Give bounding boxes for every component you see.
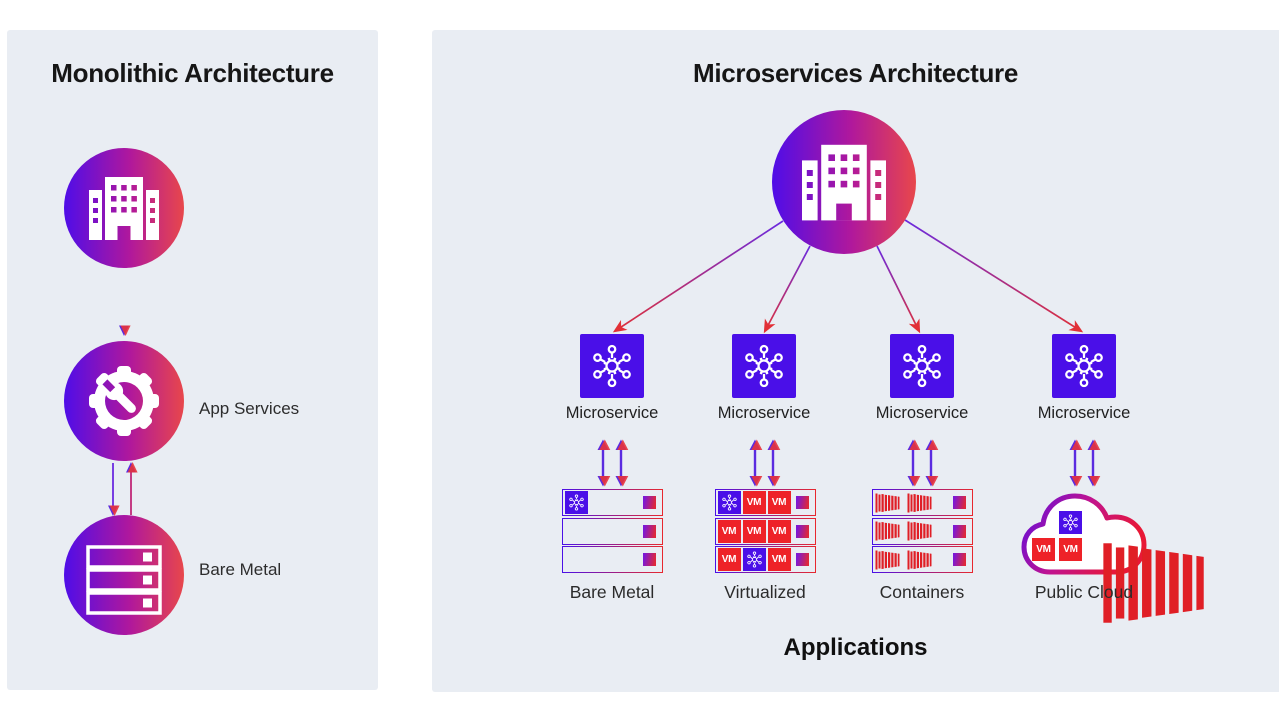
infra-label-public-cloud: Public Cloud [1034,582,1134,602]
microservice-mini-icon [1059,511,1082,534]
infra-label-virtualized: Virtualized [724,582,806,602]
status-led [953,553,966,566]
up-down-arrows-icon [108,462,138,516]
rack-row [872,546,973,573]
status-led [643,524,656,538]
vm-badge: VM [717,519,741,543]
monolithic-panel: Monolithic Architecture App Services Bar… [7,30,378,690]
connector-arrows [612,219,1084,334]
rack-row: VM VM [715,489,816,516]
hub-icon [739,341,789,391]
vm-badge: VM [742,519,766,543]
status-led [796,496,809,509]
container-icon [875,519,905,543]
up-down-arrows-icon [742,437,786,489]
app-services-label: App Services [199,399,300,418]
vm-badge: VM [742,491,766,514]
infra-label-containers: Containers [879,582,965,602]
container-icon [875,491,905,515]
microservice-node-1 [580,334,644,398]
gear-wrench-icon [64,341,184,461]
containers-rack [872,489,973,573]
rack-row: VM VM VM [715,517,816,545]
container-icon [875,548,905,572]
vm-badge: VM [1059,538,1082,561]
rack-row [562,546,663,573]
microservice-mini-icon [564,491,588,514]
up-down-arrows-icon [1062,437,1106,489]
status-led [953,496,966,509]
vm-badge: VM [767,519,791,543]
down-arrow-icon [119,272,131,336]
building-icon [64,148,184,268]
applications-title: Applications [783,634,928,661]
microservices-panel: Microservices Architecture [432,30,1279,692]
monolithic-title: Monolithic Architecture [51,58,334,88]
container-icon [907,519,937,543]
virtualized-rack: VM VM VM VM VM VM VM [715,489,816,573]
vm-badge: VM [767,548,791,571]
microservice-node-3 [890,334,954,398]
vm-badge: VM [767,491,791,514]
microservice-label-1: Microservice [565,404,659,422]
up-down-arrows-icon [590,437,634,489]
rack-row [872,517,973,545]
microservice-label-4: Microservice [1037,404,1131,422]
hub-icon [587,341,637,391]
container-icon [907,548,937,572]
infra-label-bare-metal: Bare Metal [569,582,655,602]
microservice-mini-icon [717,491,741,514]
vm-badge: VM [717,548,741,571]
microservice-node-4 [1052,334,1116,398]
status-led [953,524,966,538]
microservice-mini-icon [742,548,766,571]
hub-icon [1059,341,1109,391]
public-cloud: VM VM [1020,488,1148,580]
status-led [796,553,809,566]
container-icon [907,491,937,515]
status-led [643,496,656,509]
up-down-arrows-icon [900,437,944,489]
building-icon [772,110,916,254]
microservice-label-2: Microservice [717,404,811,422]
rack-row [562,517,663,545]
microservices-title: Microservices Architecture [692,58,1019,88]
rack-row [562,489,663,516]
server-stack-icon [64,515,184,635]
rack-row: VM VM [715,546,816,573]
hub-icon [897,341,947,391]
status-led [643,553,656,566]
microservice-label-3: Microservice [875,404,969,422]
rack-row [872,489,973,516]
vm-badge: VM [1032,538,1055,561]
status-led [796,524,809,538]
microservice-node-2 [732,334,796,398]
bare-metal-rack [562,489,663,573]
bare-metal-label: Bare Metal [199,560,282,579]
